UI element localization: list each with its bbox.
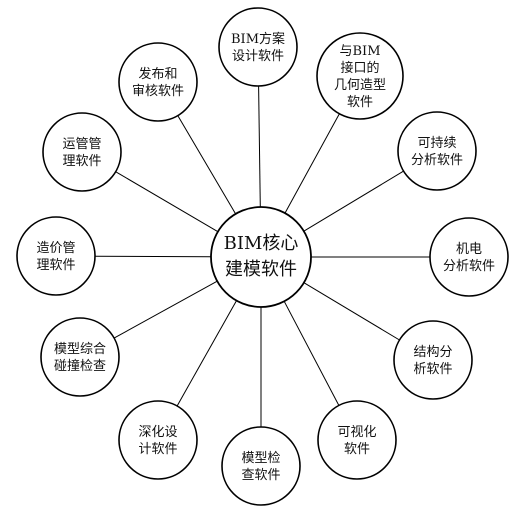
node-circle-bim-geometry-modeling <box>316 32 404 120</box>
node-label-structural-analysis-line-1: 结构分 <box>413 345 452 360</box>
node-circle-structural-analysis <box>393 320 473 400</box>
node-circle-cost-management <box>16 216 96 296</box>
node-circle-sustainability-analysis <box>397 111 477 191</box>
node-label-bim-scheme-design-line-2: 设计软件 <box>232 49 284 64</box>
center-node-label-line-1: BIM核心 <box>224 233 299 254</box>
node-label-sustainability-analysis-line-1: 可持续 <box>417 136 456 151</box>
node-label-model-checking-line-2: 查软件 <box>241 468 280 483</box>
node-circle-publish-review <box>118 42 198 122</box>
center-node-circle <box>210 206 312 308</box>
connector-line-visualization <box>283 301 340 406</box>
node-label-operations-management-line-1: 运管管 <box>62 137 101 152</box>
node-label-publish-review-line-1: 发布和 <box>138 66 177 82</box>
node-label-structural-analysis-line-2: 析软件 <box>413 362 452 377</box>
connector-line-model-clash-detection <box>113 280 218 339</box>
node-label-detailed-design-line-2: 计软件 <box>138 442 177 457</box>
node-label-detailed-design-line-1: 深化设 <box>138 425 177 440</box>
node-label-cost-management-line-1: 造价管 <box>36 241 75 256</box>
node-label-model-clash-detection-line-2: 碰撞检查 <box>54 359 106 374</box>
connector-line-publish-review <box>177 115 237 215</box>
connector-line-bim-scheme-design <box>258 85 261 208</box>
node-circle-visualization <box>317 400 397 480</box>
connector-line-cost-management <box>94 255 212 258</box>
node-label-sustainability-analysis-line-2: 分析软件 <box>411 153 463 168</box>
connector-line-detailed-design <box>176 300 237 407</box>
node-label-bim-geometry-modeling-line-3: 几何造型 <box>334 77 386 93</box>
node-circle-model-checking <box>221 426 301 506</box>
connector-lines <box>94 85 430 427</box>
node-label-model-clash-detection-line-1: 模型综合 <box>54 342 106 357</box>
node-label-bim-geometry-modeling-line-2: 接口的 <box>340 60 379 76</box>
node-label-cost-management-line-2: 理软件 <box>36 258 75 273</box>
node-label-operations-management-line-2: 理软件 <box>62 154 101 169</box>
node-circle-detailed-design <box>118 400 198 480</box>
node-label-mep-analysis-line-1: 机电 <box>456 242 482 257</box>
connector-line-operations-management <box>115 171 219 233</box>
node-circle-model-clash-detection <box>40 317 120 397</box>
node-label-visualization-line-2: 软件 <box>344 442 370 457</box>
node-label-bim-geometry-modeling-line-1: 与BIM <box>340 44 381 59</box>
satellite-nodes: BIM方案设计软件与BIM接口的几何造型软件可持续分析软件机电分析软件结构分析软… <box>16 7 509 506</box>
node-circle-mep-analysis <box>429 217 509 297</box>
node-label-visualization-line-1: 可视化 <box>337 425 376 440</box>
connector-line-structural-analysis <box>303 282 400 341</box>
node-label-bim-geometry-modeling-line-4: 软件 <box>347 95 373 110</box>
node-label-mep-analysis-line-2: 分析软件 <box>443 259 495 274</box>
connector-line-bim-geometry-modeling <box>284 113 340 214</box>
node-label-bim-scheme-design-line-1: BIM方案 <box>231 31 285 47</box>
center-node-label-line-2: 建模软件 <box>225 259 297 280</box>
node-label-publish-review-line-2: 审核软件 <box>132 84 184 99</box>
node-circle-operations-management <box>42 112 122 192</box>
node-circle-bim-scheme-design <box>218 7 298 87</box>
connector-line-sustainability-analysis <box>303 170 404 232</box>
node-label-model-checking-line-1: 模型检 <box>241 451 280 466</box>
center-node: BIM核心 建模软件 <box>210 206 312 308</box>
